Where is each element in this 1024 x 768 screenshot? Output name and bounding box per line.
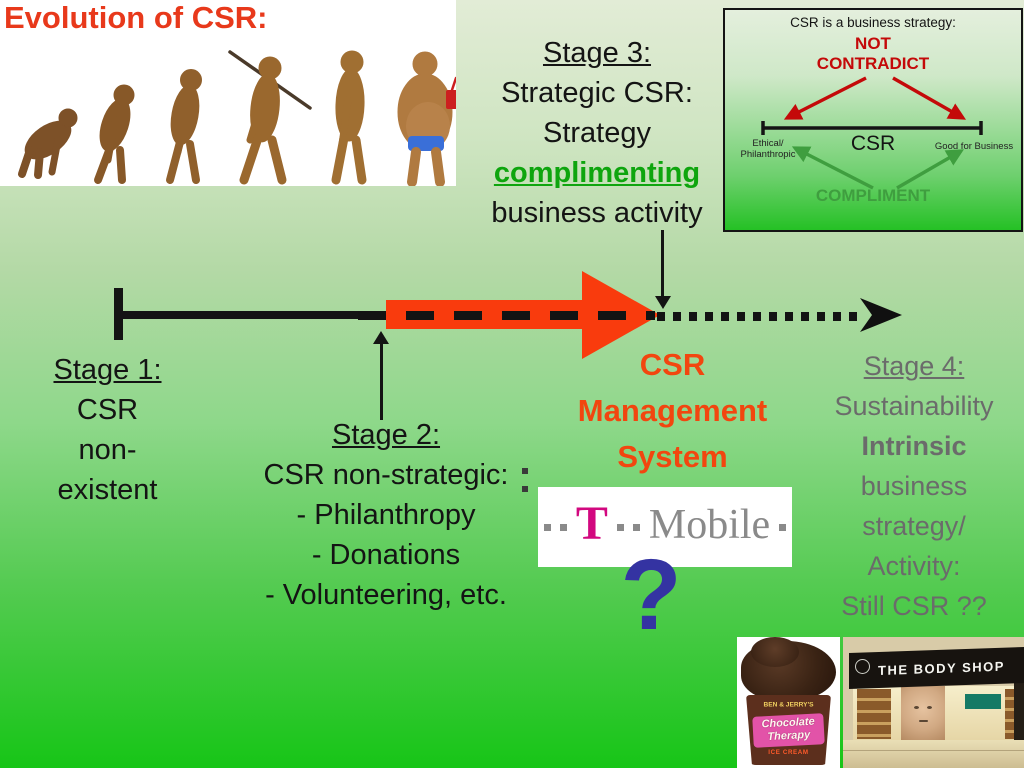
stage4-heading: Stage 4: (863, 351, 965, 381)
diagram-compliment-label: COMPLIMENT (815, 186, 931, 205)
poster-eye (914, 706, 919, 709)
store-floor (843, 740, 1024, 768)
stage4-line: business (860, 471, 968, 501)
store-column (1014, 650, 1024, 740)
question-mark: ? (620, 539, 682, 651)
diagram-arrows (761, 76, 983, 190)
timeline-dotted-line (657, 312, 857, 321)
diagram-warning-label: NOT CONTRADICT (816, 34, 930, 73)
stage3-heading: Stage 3: (542, 37, 652, 69)
stage4-line: Still CSR ?? (841, 591, 987, 621)
stage2-line: - Donations (311, 539, 461, 571)
page-title: Evolution of CSR: (4, 0, 268, 35)
floor-tile-line (843, 750, 1024, 751)
store-fascia: THE BODY SHOP (849, 646, 1024, 690)
stage2-pointer-arrowhead-icon (373, 331, 389, 344)
stage2-line: - Volunteering, etc. (265, 579, 507, 611)
stage1-line: existent (57, 474, 158, 506)
tmobile-dot-icon (632, 523, 640, 531)
stage2-line: - Philanthropy (296, 499, 476, 531)
timeline-solid-line (118, 311, 382, 319)
stage4-text: Stage 4: Sustainability Intrinsic busine… (813, 346, 1015, 626)
tmobile-dot-icon (779, 523, 787, 531)
ben-jerrys-image: BEN & JERRY'S Chocolate Therapy ICE CREA… (737, 637, 840, 768)
stage4-line: Sustainability (834, 391, 994, 421)
tmobile-t-letter: T (575, 497, 608, 550)
stage3-line: Strategy (543, 117, 651, 149)
tmobile-logo: T Mobile (538, 487, 792, 567)
stray-dot (522, 486, 528, 492)
stray-dot (522, 468, 528, 474)
poster-eye (927, 706, 932, 709)
tmobile-wordmark: Mobile (648, 502, 771, 548)
stage2-heading: Stage 2: (331, 419, 441, 451)
stage3-highlight: complimenting (493, 157, 701, 189)
ice-cream-scoop (751, 637, 799, 667)
diagram-left-label: Ethical/ Philanthropic (740, 138, 796, 160)
tmobile-dot-icon (543, 523, 551, 531)
flavor-label: Chocolate Therapy (752, 713, 825, 748)
poster-mouth (919, 720, 928, 722)
csr-management-system-text: CSR Management System (577, 347, 768, 474)
diagram-axis-label: CSR (850, 132, 896, 155)
stage2-text: Stage 2: CSR non-strategic: - Philanthro… (225, 415, 547, 615)
timeline-end-arrowhead-icon (860, 298, 902, 332)
stage2-line: CSR non-strategic: (263, 459, 509, 491)
stage1-line: non- (78, 434, 137, 466)
store-shelf (857, 689, 891, 739)
evolution-image: Evolution of CSR: (0, 0, 459, 187)
stage1-text: Stage 1: CSR non- existent (25, 350, 190, 510)
tmobile-dot-icon (559, 523, 567, 531)
body-shop-image: THE BODY SHOP (843, 637, 1024, 768)
diagram-right-label: Good for Business (934, 141, 1014, 152)
stage3-line: business activity (491, 197, 703, 229)
stage4-intrinsic: Intrinsic (861, 431, 967, 461)
diagram-title: CSR is a business strategy: (790, 15, 956, 30)
ice-cream-tub: BEN & JERRY'S Chocolate Therapy ICE CREA… (746, 695, 831, 765)
body-shop-logo-icon (855, 659, 870, 674)
flavor-name: Chocolate Therapy (761, 715, 815, 744)
face-poster (901, 686, 945, 740)
stage4-line: strategy/ (862, 511, 966, 541)
body-shop-sign: THE BODY SHOP (878, 658, 1005, 678)
evolution-figures-illustration (18, 50, 459, 187)
stage3-pointer-arrowhead-icon (655, 296, 671, 309)
stage3-pointer-arrow (661, 230, 664, 298)
stage4-line: Activity: (867, 551, 961, 581)
timeline-dashed-line (358, 311, 655, 320)
stage3-line: Strategic CSR: (501, 77, 693, 109)
tmobile-dot-icon (616, 523, 624, 531)
stage2-pointer-arrow (380, 344, 383, 420)
stage1-line: CSR (76, 394, 139, 426)
csr-strategy-diagram: CSR is a business strategy: NOT CONTRADI… (723, 8, 1023, 232)
ice-cream-text: ICE CREAM (768, 749, 809, 756)
ben-jerrys-brand: BEN & JERRY'S (763, 701, 814, 709)
store-interior (853, 686, 1018, 740)
store-inner-sign (965, 694, 1001, 709)
stage3-text: Stage 3: Strategic CSR: Strategy complim… (458, 33, 736, 233)
stage1-heading: Stage 1: (53, 354, 162, 386)
